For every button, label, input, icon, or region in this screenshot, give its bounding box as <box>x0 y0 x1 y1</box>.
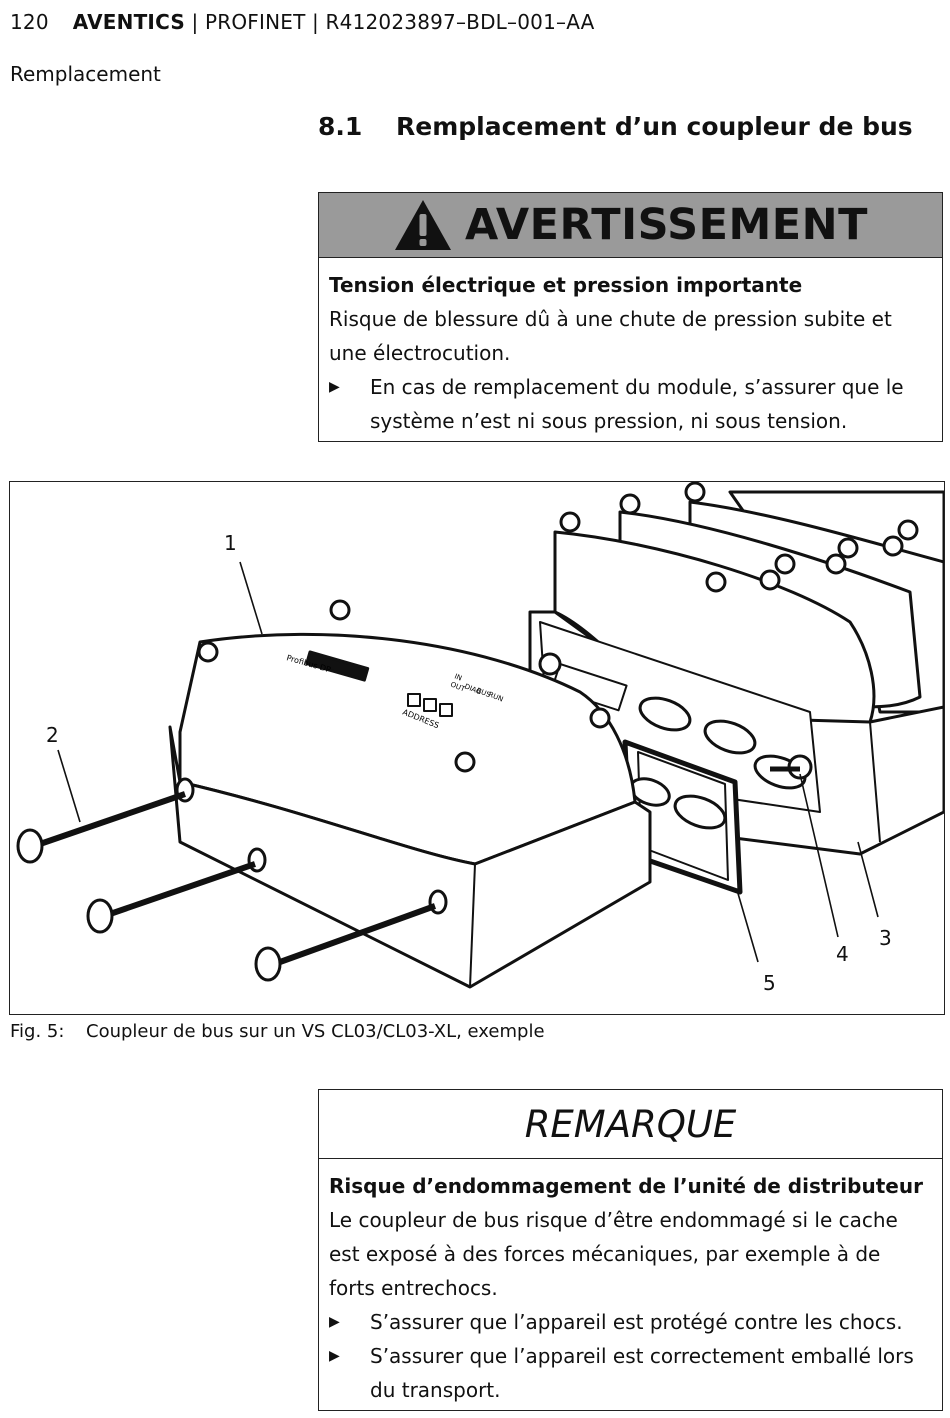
heading-title: Remplacement d’un coupleur de bus <box>396 112 913 141</box>
callout-4: 4 <box>836 942 849 966</box>
section-heading: 8.1 Remplacement d’un coupleur de bus <box>318 112 913 141</box>
warning-bullet: ▶ En cas de remplacement du module, s’as… <box>329 370 932 438</box>
brand-name: AVENTICS <box>72 10 185 34</box>
callout-3: 3 <box>879 926 892 950</box>
warning-subtitle: Tension électrique et pression important… <box>329 273 803 297</box>
note-bullet-text: S’assurer que l’appareil est correctemen… <box>370 1344 914 1402</box>
figure-illustration: 1 2 3 4 5 Profibus DP ADDRESS IN OUT DIA… <box>9 481 945 1015</box>
note-title: REMARQUE <box>524 1102 737 1146</box>
warning-banner: AVERTISSEMENT <box>319 193 942 258</box>
callout-5: 5 <box>763 971 776 995</box>
note-bullet-text: S’assurer que l’appareil est protégé con… <box>370 1310 903 1334</box>
callout-2: 2 <box>46 723 59 747</box>
warning-text: Risque de blessure dû à une chute de pre… <box>329 307 892 365</box>
note-subtitle: Risque d’endommagement de l’unité de dis… <box>329 1174 923 1198</box>
bullet-arrow-icon: ▶ <box>329 379 340 395</box>
section-label: Remplacement <box>10 62 161 86</box>
caption-label: Fig. 5: <box>10 1021 65 1042</box>
note-bullet: ▶ S’assurer que l’appareil est correctem… <box>329 1339 932 1407</box>
note-content: Risque d’endommagement de l’unité de dis… <box>319 1159 942 1407</box>
warning-triangle-icon <box>395 200 452 250</box>
warning-bullet-text: En cas de remplacement du module, s’assu… <box>370 375 904 433</box>
bullet-arrow-icon: ▶ <box>329 1314 340 1330</box>
page-number: 120 <box>10 10 49 34</box>
warning-title: AVERTISSEMENT <box>465 200 868 250</box>
callout-1: 1 <box>224 531 237 555</box>
device-label-in: IN <box>453 672 463 682</box>
page-header: 120 AVENTICS | PROFINET | R412023897–BDL–… <box>10 10 595 34</box>
note-box: REMARQUE Risque d’endommagement de l’uni… <box>318 1089 943 1411</box>
caption-text: Coupleur de bus sur un VS CL03/CL03-XL, … <box>86 1021 545 1042</box>
note-bullet: ▶ S’assurer que l’appareil est protégé c… <box>329 1305 932 1339</box>
bus-coupler-drawing: 1 2 3 4 5 Profibus DP ADDRESS IN OUT DIA… <box>16 482 944 995</box>
warning-box: AVERTISSEMENT Tension électrique et pres… <box>318 192 943 442</box>
heading-number: 8.1 <box>318 112 363 141</box>
figure-caption: Fig. 5: Coupleur de bus sur un VS CL03/CL… <box>10 1021 545 1042</box>
document-reference: | PROFINET | R412023897–BDL–001–AA <box>184 10 595 34</box>
warning-content: Tension électrique et pression important… <box>319 258 942 438</box>
note-banner: REMARQUE <box>319 1090 942 1159</box>
note-text: Le coupleur de bus risque d’être endomma… <box>329 1208 898 1300</box>
bullet-arrow-icon: ▶ <box>329 1348 340 1364</box>
